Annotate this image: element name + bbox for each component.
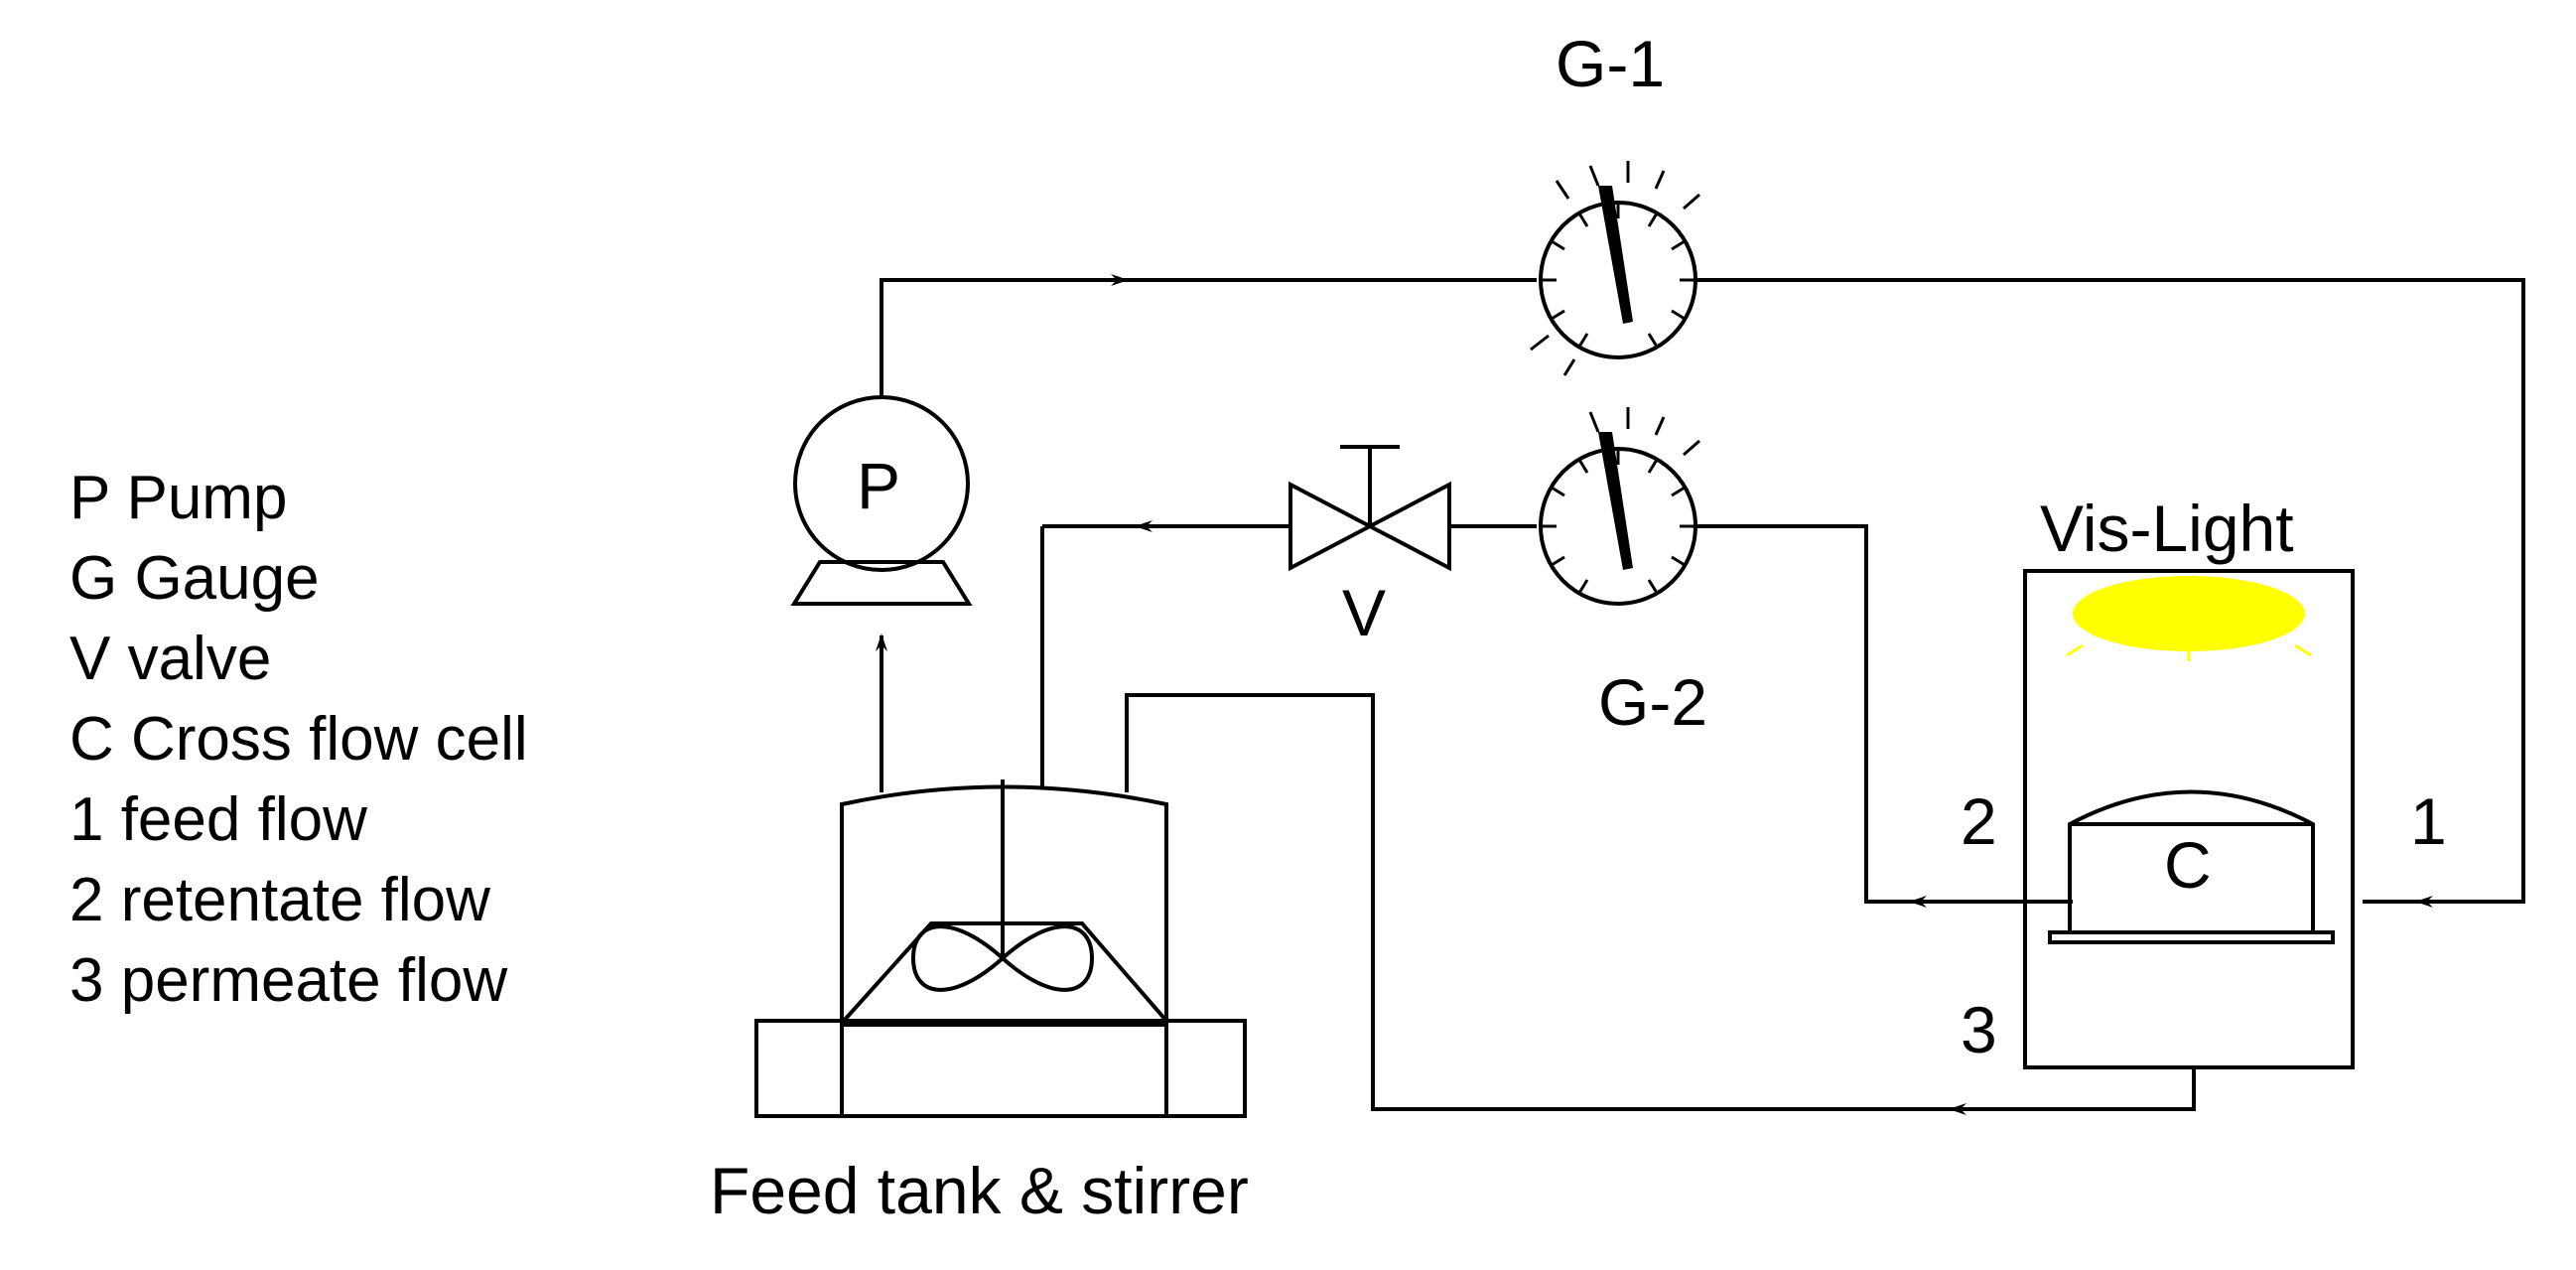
port-1-label: 1: [2410, 784, 2447, 858]
gauge-g1-label: G-1: [1556, 27, 1665, 100]
tank-label: Feed tank & stirrer: [710, 1154, 1249, 1227]
retentate-line: [1040, 520, 2073, 908]
legend-item: 3 permeate flow: [69, 946, 507, 1015]
feed-tank: Feed tank & stirrer: [710, 779, 1249, 1227]
permeate-line: [1125, 693, 2196, 1115]
legend-item: V valve: [69, 625, 271, 693]
legend: P Pump G Gauge V valve C Cross flow cell…: [69, 464, 528, 1015]
gauge-g2: G-2: [1539, 407, 1707, 739]
port-2-label: 2: [1961, 784, 1997, 858]
gauge-g2-label: G-2: [1598, 665, 1707, 739]
valve-label: V: [1342, 576, 1386, 649]
feed-line: [880, 274, 2525, 908]
pump-label: P: [857, 449, 900, 522]
gauge-g1: G-1: [1530, 27, 1700, 376]
cell-label: C: [2164, 828, 2212, 902]
light-label: Vis-Light: [2040, 492, 2294, 565]
legend-item: G Gauge: [69, 544, 320, 613]
valve: V: [1288, 445, 1451, 649]
legend-item: 1 feed flow: [69, 785, 367, 854]
port-3-label: 3: [1961, 993, 1997, 1066]
light-icon: [2073, 576, 2305, 651]
legend-item: C Cross flow cell: [69, 705, 528, 774]
legend-item: P Pump: [69, 464, 287, 532]
legend-item: 2 retentate flow: [69, 866, 490, 934]
pump: P: [790, 395, 973, 606]
cross-flow-cell: C Vis-Light 1 2 3: [1961, 492, 2447, 1069]
